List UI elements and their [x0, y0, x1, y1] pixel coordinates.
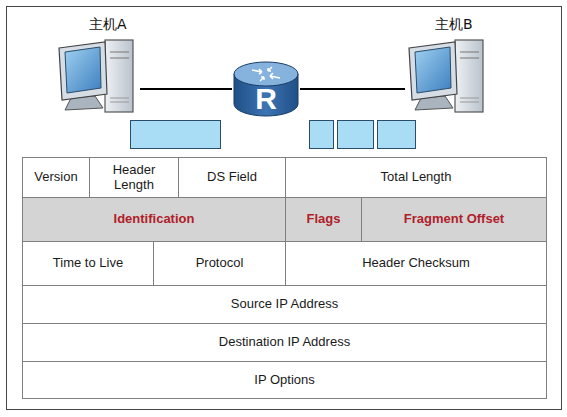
packet [131, 121, 221, 149]
header-cell: Destination IP Address [22, 323, 547, 362]
header-cell: Flags [285, 197, 362, 242]
router: R [232, 58, 300, 120]
header-cell: Time to Live [22, 241, 154, 286]
identification-field: Identification [114, 212, 195, 227]
fragment [378, 121, 416, 149]
options-field: IP Options [254, 373, 314, 388]
protocol-field: Protocol [196, 256, 244, 271]
fragment-offset-field: Fragment Offset [404, 212, 504, 227]
router-letter: R [232, 84, 300, 114]
computer-icon [405, 38, 487, 118]
host: 主机A [55, 14, 140, 120]
header-cell: Protocol [153, 241, 286, 286]
header-cell: Header Length [89, 157, 179, 198]
link-line [140, 88, 232, 90]
header-cell: Header Checksum [285, 241, 547, 286]
checksum-field: Header Checksum [362, 256, 470, 271]
fragment [310, 121, 334, 149]
header-cell: Fragment Offset [361, 197, 547, 242]
host-label: 主机B [435, 16, 473, 34]
link-line [300, 88, 405, 90]
computer-icon [55, 38, 137, 118]
ttl-field: Time to Live [53, 256, 123, 271]
header-length-field: Header Length [102, 163, 166, 193]
source-address-field: Source IP Address [231, 297, 338, 312]
header-cell: IP Options [22, 361, 547, 399]
flags-field: Flags [307, 212, 341, 227]
host-label: 主机A [89, 16, 127, 34]
ds-field: DS Field [207, 170, 257, 185]
version-field: Version [34, 170, 77, 185]
header-cell: Version [22, 157, 90, 198]
fragment [338, 121, 374, 149]
destination-address-field: Destination IP Address [219, 335, 350, 350]
header-cell: Total Length [285, 157, 547, 198]
header-cell: DS Field [178, 157, 286, 198]
host: 主机B [405, 14, 495, 120]
total-length-field: Total Length [381, 170, 452, 185]
header-cell: Identification [22, 197, 286, 242]
header-cell: Source IP Address [22, 285, 547, 324]
outer-frame [7, 7, 562, 410]
